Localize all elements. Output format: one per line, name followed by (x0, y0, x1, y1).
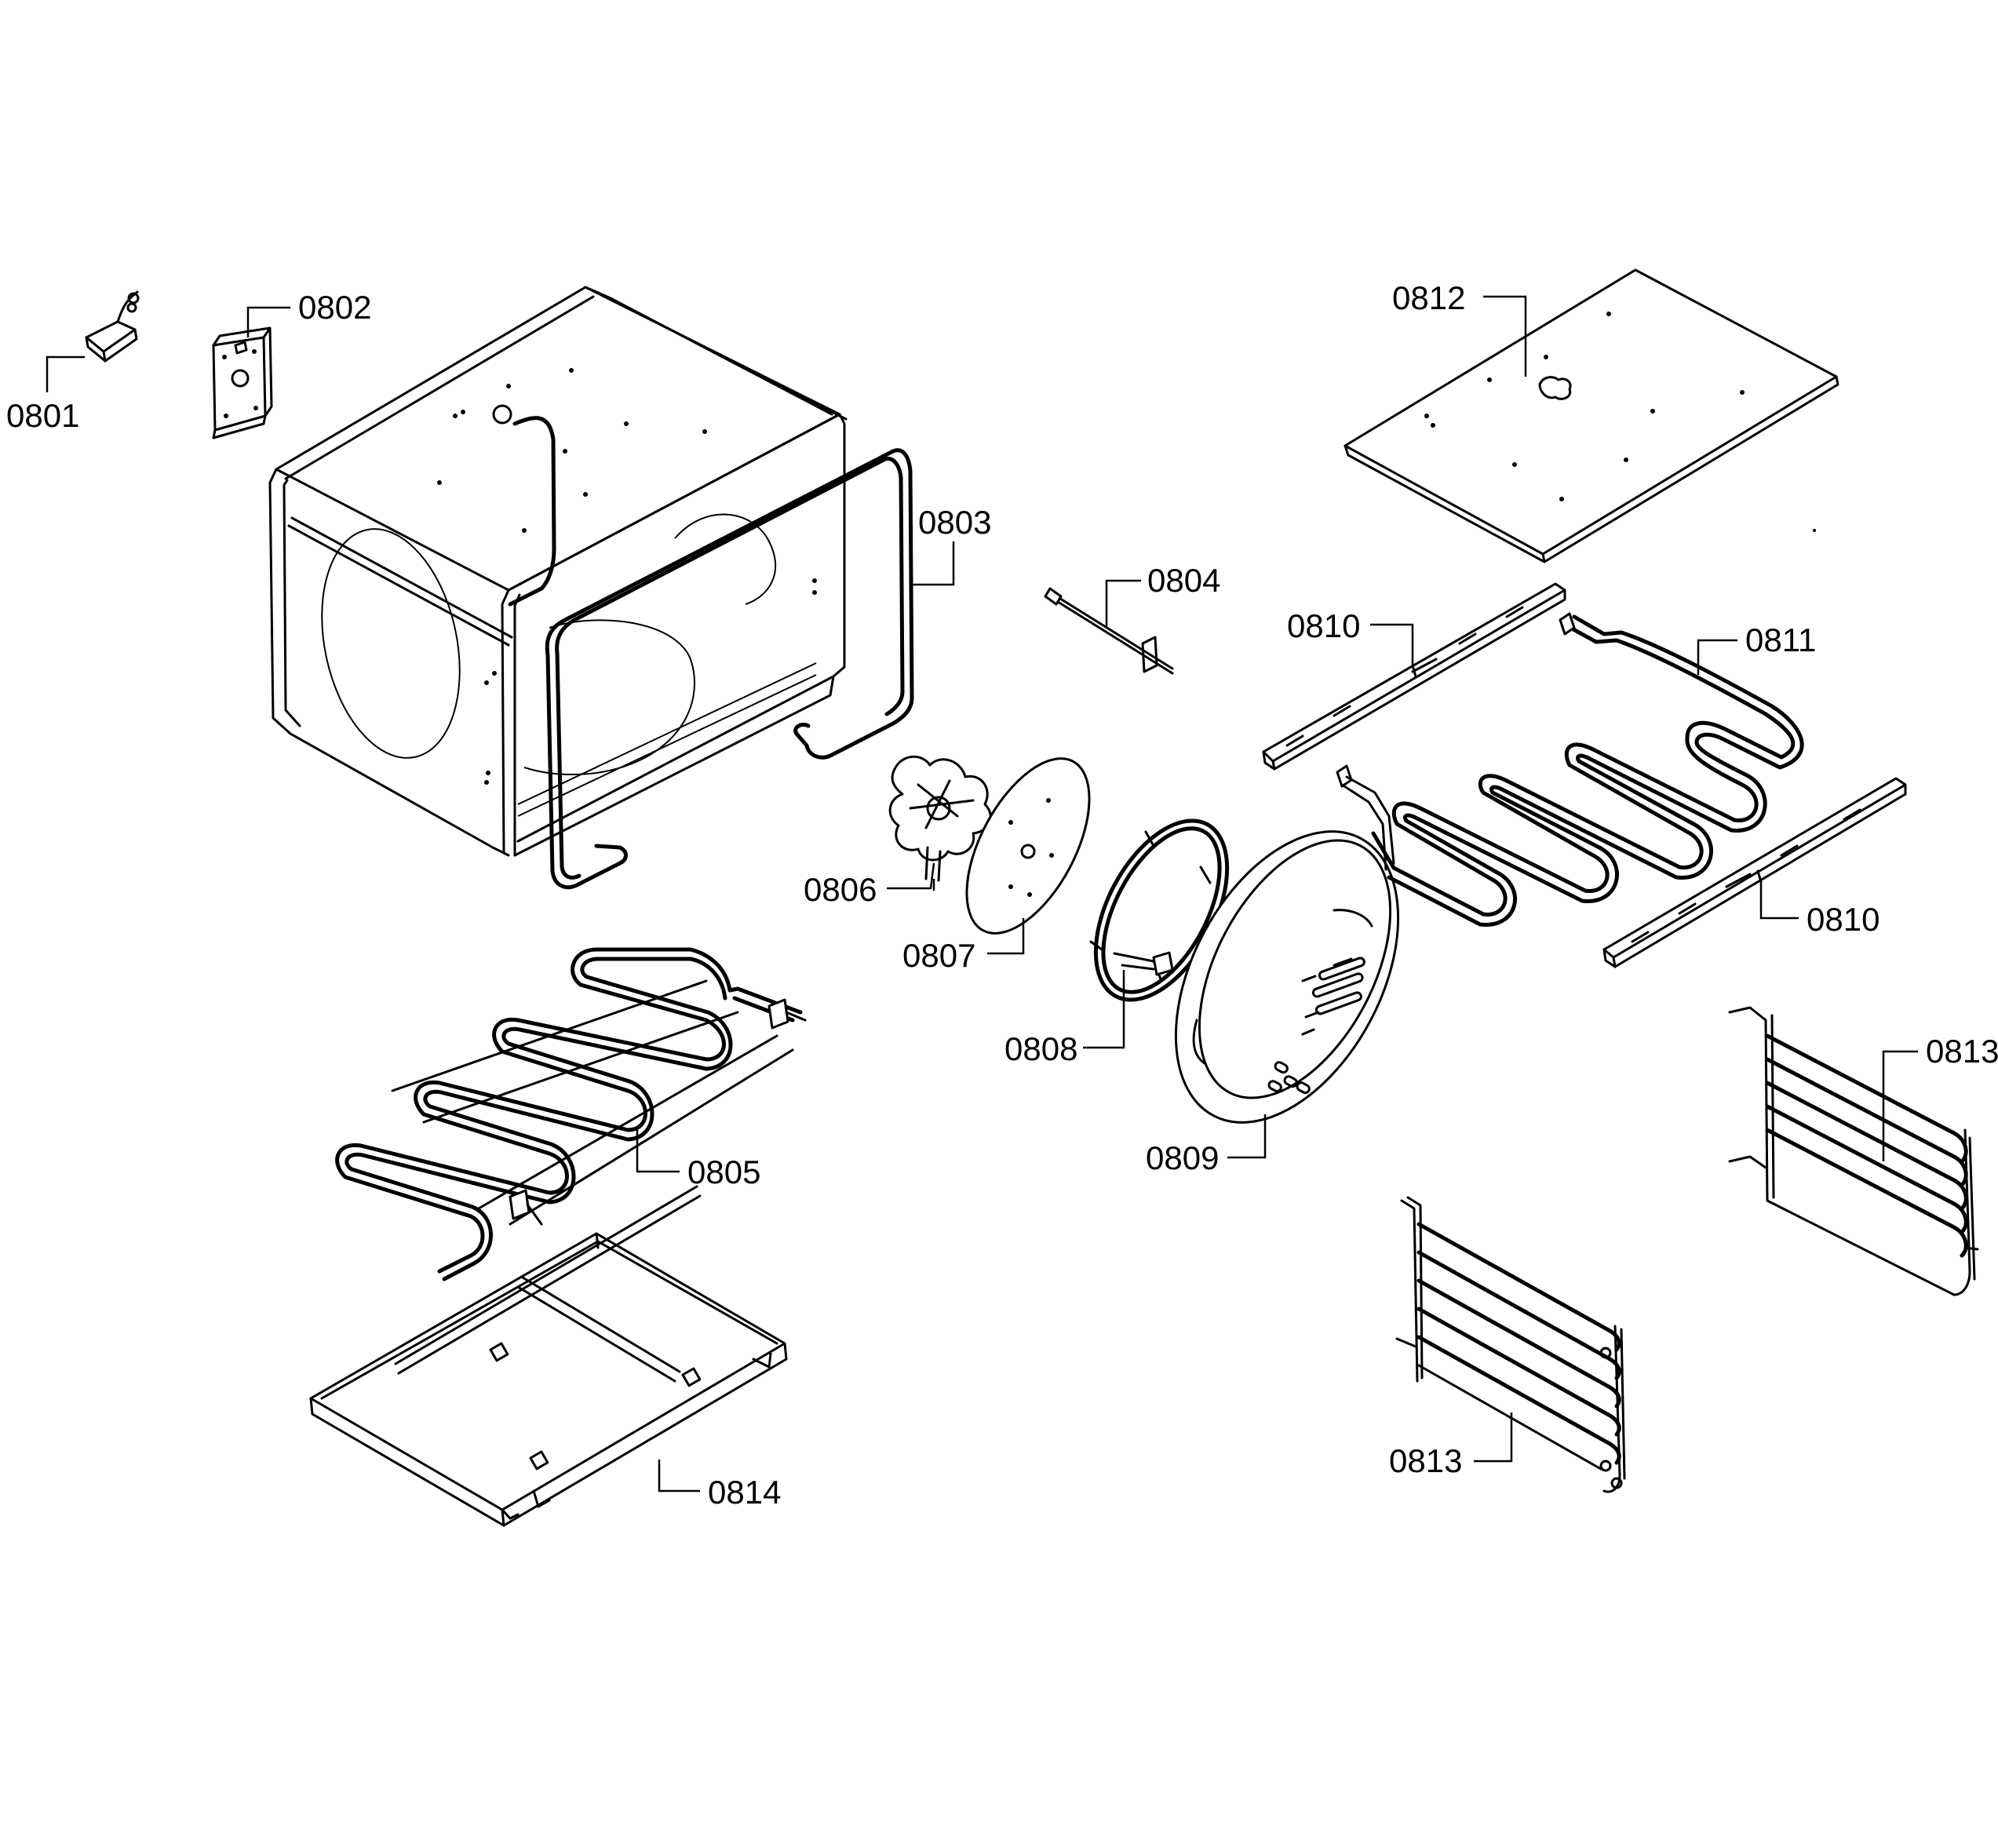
oven-cavity-box (268, 286, 848, 857)
label-0809: 0809 (1146, 1139, 1219, 1176)
part-0811-broil-element (1336, 612, 1804, 927)
label-0805: 0805 (687, 1154, 760, 1190)
label-0808: 0808 (1004, 1030, 1077, 1067)
label-0813-right: 0813 (1926, 1033, 1998, 1070)
label-0806: 0806 (804, 871, 877, 908)
callout-0805: 0805 (636, 1130, 760, 1190)
part-0807-fan-plate (965, 757, 1091, 935)
callout-0808: 0808 (1004, 970, 1125, 1067)
callout-0812: 0812 (1392, 279, 1527, 377)
label-0814: 0814 (708, 1474, 781, 1511)
fan-cover-vents (1267, 909, 1373, 1095)
part-0813-side-rack-right (1728, 1006, 1979, 1296)
callout-0806: 0806 (804, 862, 935, 908)
label-0801: 0801 (6, 397, 79, 434)
part-0806-fan-motor (888, 755, 992, 882)
callout-0804: 0804 (1105, 562, 1220, 628)
label-0813-lower: 0813 (1389, 1442, 1462, 1479)
label-0810-upper: 0810 (1287, 607, 1360, 644)
stray-mark (1813, 529, 1816, 532)
label-0804: 0804 (1147, 562, 1220, 599)
part-0804-probe (1044, 587, 1174, 675)
callout-0814: 0814 (658, 1460, 781, 1511)
callout-0813-lower: 0813 (1389, 1412, 1513, 1479)
part-0812-top-plate (1344, 268, 1839, 563)
label-0807: 0807 (902, 937, 975, 974)
part-0801-sensor (85, 290, 140, 363)
callout-0811: 0811 (1697, 621, 1816, 675)
callout-0810-upper: 0810 (1287, 607, 1414, 665)
part-0805-bake-element (335, 947, 807, 1281)
part-0809-fan-cover (1174, 830, 1400, 1124)
callout-0810-lower: 0810 (1759, 882, 1880, 938)
callout-0807: 0807 (902, 918, 1025, 974)
callout-0803: 0803 (912, 504, 991, 586)
part-0810-rail-upper (1262, 582, 1566, 771)
part-0802-bracket (212, 326, 273, 439)
part-0810-rail-lower (1602, 777, 1907, 968)
label-0811: 0811 (1745, 621, 1816, 658)
callout-0809: 0809 (1146, 1114, 1267, 1176)
label-0803: 0803 (918, 504, 991, 541)
label-0810-lower: 0810 (1807, 901, 1880, 938)
callout-0802: 0802 (246, 289, 371, 337)
part-0808-ring-element (1089, 818, 1230, 1002)
part-0813-side-rack-lower (1395, 1196, 1626, 1493)
part-0803-door-gasket (508, 416, 914, 890)
label-0802: 0802 (298, 289, 371, 326)
callout-0813-right: 0813 (1882, 1033, 1998, 1161)
label-0812: 0812 (1392, 279, 1465, 316)
callout-0801: 0801 (6, 355, 85, 434)
part-0814-bottom-tray (309, 1185, 788, 1527)
